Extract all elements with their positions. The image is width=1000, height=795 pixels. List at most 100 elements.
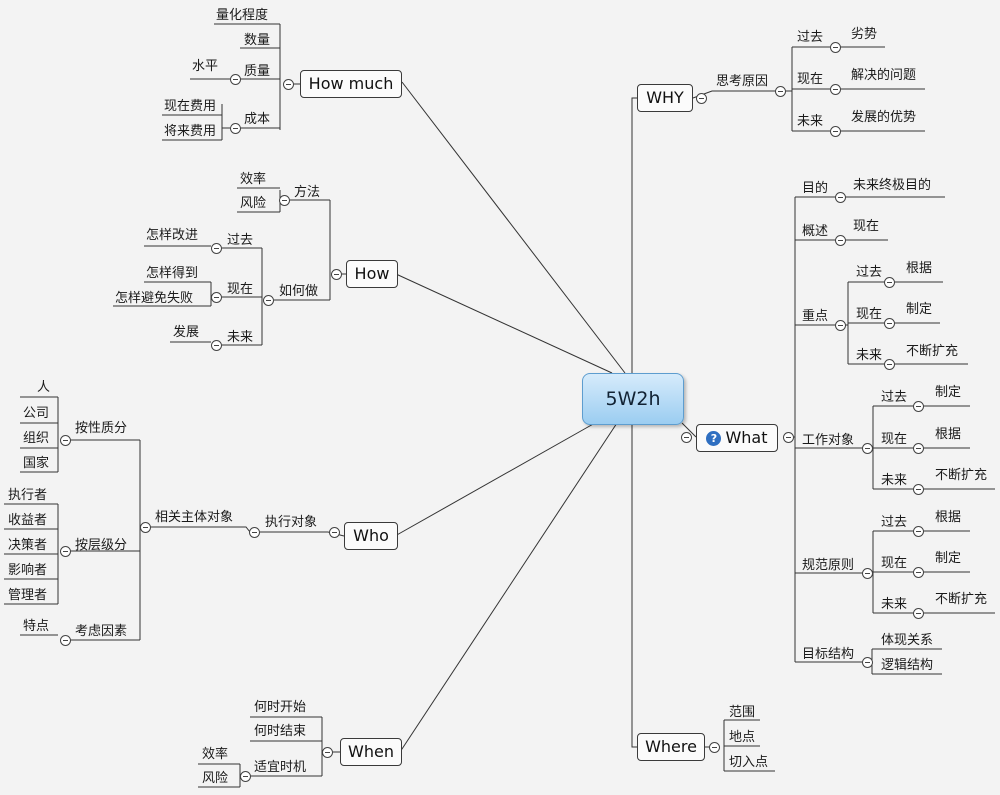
collapse-toggle-icon[interactable] (211, 292, 222, 303)
collapse-toggle-icon[interactable] (211, 243, 222, 254)
how-present-a[interactable]: 怎样得到 (146, 266, 199, 281)
structure-b[interactable]: 逻辑结构 (881, 658, 934, 673)
why-present-detail[interactable]: 解决的问题 (851, 68, 917, 83)
who-company[interactable]: 公司 (23, 406, 50, 421)
how-past-detail[interactable]: 怎样改进 (146, 228, 199, 243)
work-present[interactable]: 现在 (881, 432, 908, 447)
collapse-toggle-icon[interactable] (884, 359, 895, 370)
collapse-toggle-icon[interactable] (230, 74, 241, 85)
focus-future-detail[interactable]: 不断扩充 (906, 344, 959, 359)
who-person[interactable]: 人 (37, 380, 51, 395)
collapse-toggle-icon[interactable] (60, 546, 71, 557)
collapse-toggle-icon[interactable] (862, 568, 873, 579)
norms-past[interactable]: 过去 (881, 515, 908, 530)
collapse-toggle-icon[interactable] (60, 635, 71, 646)
collapse-toggle-icon[interactable] (913, 401, 924, 412)
collapse-toggle-icon[interactable] (709, 742, 720, 753)
who-country[interactable]: 国家 (23, 456, 50, 471)
focus-past[interactable]: 过去 (856, 265, 883, 280)
why-node[interactable]: WHY (637, 84, 693, 112)
collapse-toggle-icon[interactable] (211, 340, 222, 351)
collapse-toggle-icon[interactable] (249, 527, 260, 538)
how-much-quality-detail[interactable]: 水平 (192, 59, 219, 74)
focus-present-detail[interactable]: 制定 (906, 302, 933, 317)
collapse-toggle-icon[interactable] (913, 443, 924, 454)
what-purpose-detail[interactable]: 未来终极目的 (853, 178, 932, 193)
how-future[interactable]: 未来 (227, 330, 254, 345)
collapse-toggle-icon[interactable] (230, 123, 241, 134)
root-node[interactable]: 5W2h (582, 373, 684, 425)
how-much-cost-future[interactable]: 将来费用 (164, 124, 217, 139)
when-start[interactable]: 何时开始 (254, 700, 307, 715)
collapse-toggle-icon[interactable] (322, 747, 333, 758)
how-node[interactable]: How (346, 260, 398, 288)
collapse-toggle-icon[interactable] (830, 126, 841, 137)
collapse-toggle-icon[interactable] (913, 484, 924, 495)
work-past[interactable]: 过去 (881, 390, 908, 405)
how-past[interactable]: 过去 (227, 233, 254, 248)
norms-present-detail[interactable]: 制定 (935, 551, 962, 566)
collapse-toggle-icon[interactable] (775, 86, 786, 97)
collapse-toggle-icon[interactable] (830, 42, 841, 53)
what-focus[interactable]: 重点 (802, 309, 829, 324)
when-timing[interactable]: 适宜时机 (254, 760, 307, 775)
where-node[interactable]: Where (637, 733, 705, 761)
collapse-toggle-icon[interactable] (263, 295, 274, 306)
work-past-detail[interactable]: 制定 (935, 385, 962, 400)
collapse-toggle-icon[interactable] (835, 320, 846, 331)
collapse-toggle-icon[interactable] (835, 235, 846, 246)
how-much-cost[interactable]: 成本 (244, 112, 271, 127)
norms-future[interactable]: 未来 (881, 597, 908, 612)
collapse-toggle-icon[interactable] (913, 567, 924, 578)
who-node[interactable]: Who (344, 522, 398, 550)
what-work[interactable]: 工作对象 (802, 433, 855, 448)
why-past[interactable]: 过去 (797, 30, 824, 45)
structure-a[interactable]: 体现关系 (881, 633, 934, 648)
collapse-toggle-icon[interactable] (862, 443, 873, 454)
what-norms[interactable]: 规范原则 (802, 558, 855, 573)
what-overview-detail[interactable]: 现在 (853, 219, 880, 234)
why-reason[interactable]: 思考原因 (716, 74, 769, 89)
work-present-detail[interactable]: 根据 (935, 427, 962, 442)
how-to[interactable]: 如何做 (279, 284, 319, 299)
how-efficiency[interactable]: 效率 (240, 172, 267, 187)
who-by-level[interactable]: 按层级分 (75, 538, 128, 553)
who-level-5[interactable]: 管理者 (8, 588, 48, 603)
why-past-detail[interactable]: 劣势 (851, 27, 878, 42)
collapse-toggle-icon[interactable] (884, 277, 895, 288)
why-present[interactable]: 现在 (797, 72, 824, 87)
collapse-toggle-icon[interactable] (331, 269, 342, 280)
focus-present[interactable]: 现在 (856, 307, 883, 322)
who-level-4[interactable]: 影响者 (8, 563, 48, 578)
collapse-toggle-icon[interactable] (913, 526, 924, 537)
how-much-quality[interactable]: 质量 (244, 64, 271, 79)
norms-past-detail[interactable]: 根据 (935, 510, 962, 525)
focus-past-detail[interactable]: 根据 (906, 261, 933, 276)
collapse-toggle-icon[interactable] (913, 608, 924, 619)
what-overview[interactable]: 概述 (802, 224, 829, 239)
collapse-toggle-icon[interactable] (329, 527, 340, 538)
how-much-cost-now[interactable]: 现在费用 (164, 99, 217, 114)
who-factors[interactable]: 考虑因素 (75, 624, 128, 639)
how-present-b[interactable]: 怎样避免失败 (115, 291, 194, 306)
who-level-2[interactable]: 收益者 (8, 513, 48, 528)
why-future-detail[interactable]: 发展的优势 (851, 110, 917, 125)
how-risk[interactable]: 风险 (240, 196, 267, 211)
who-level-1[interactable]: 执行者 (8, 488, 48, 503)
collapse-toggle-icon[interactable] (283, 79, 294, 90)
what-structure[interactable]: 目标结构 (802, 647, 855, 662)
who-level-3[interactable]: 决策者 (8, 538, 48, 553)
when-node[interactable]: When (340, 738, 402, 766)
norms-future-detail[interactable]: 不断扩充 (935, 592, 988, 607)
when-risk[interactable]: 风险 (202, 771, 229, 786)
collapse-toggle-icon[interactable] (279, 195, 290, 206)
who-subject[interactable]: 相关主体对象 (155, 510, 234, 525)
how-much-degree[interactable]: 量化程度 (216, 8, 269, 23)
focus-future[interactable]: 未来 (856, 348, 883, 363)
how-future-detail[interactable]: 发展 (173, 325, 200, 340)
norms-present[interactable]: 现在 (881, 556, 908, 571)
when-efficiency[interactable]: 效率 (202, 747, 229, 762)
how-much-node[interactable]: How much (300, 70, 402, 98)
collapse-toggle-icon[interactable] (783, 432, 794, 443)
how-present[interactable]: 现在 (227, 282, 254, 297)
